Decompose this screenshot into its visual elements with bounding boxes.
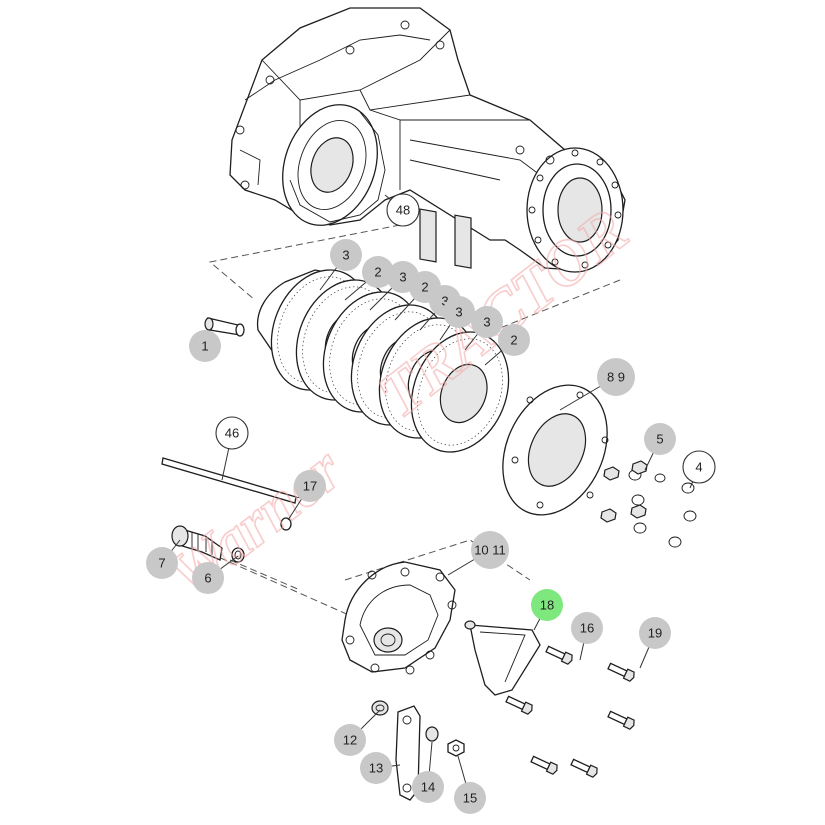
callout-bubble bbox=[294, 470, 326, 502]
bolt bbox=[607, 710, 635, 730]
callout-bubble bbox=[454, 782, 486, 814]
nut-part-12 bbox=[371, 700, 389, 716]
bolt bbox=[570, 758, 598, 778]
callout-label: 2 bbox=[374, 265, 381, 280]
callout-bubble bbox=[471, 531, 509, 569]
callout-bubble bbox=[531, 589, 563, 621]
callout-15[interactable]: 15 bbox=[454, 782, 486, 814]
callout-4[interactable]: 4 bbox=[682, 450, 716, 484]
rear-axle-housing bbox=[229, 7, 626, 273]
callout-3e[interactable]: 3 bbox=[471, 306, 503, 338]
brake-disc bbox=[410, 331, 510, 453]
callout-3d[interactable]: 3 bbox=[443, 296, 475, 328]
callout-6[interactable]: 6 bbox=[192, 562, 224, 594]
callout-48[interactable]: 48 bbox=[386, 193, 420, 227]
callout-bubble bbox=[386, 193, 420, 227]
callout-label: 2 bbox=[421, 280, 428, 295]
callout-label: 19 bbox=[648, 626, 662, 641]
callout-label: 6 bbox=[204, 571, 211, 586]
ring-part-17 bbox=[280, 517, 292, 531]
callout-bubble bbox=[360, 752, 392, 784]
rod-part-46 bbox=[161, 457, 301, 504]
callout-17[interactable]: 17 bbox=[294, 470, 326, 502]
callout-2a[interactable]: 2 bbox=[362, 256, 394, 288]
callout-label: 3 bbox=[441, 294, 448, 309]
callout-19[interactable]: 19 bbox=[639, 617, 671, 649]
callout-16[interactable]: 16 bbox=[571, 612, 603, 644]
callout-label: 7 bbox=[158, 556, 165, 571]
callout-1[interactable]: 1 bbox=[189, 330, 221, 362]
shaft-part-7 bbox=[171, 525, 223, 561]
callout-label: 2 bbox=[510, 333, 517, 348]
callout-bubble bbox=[215, 416, 249, 450]
callout-5[interactable]: 5 bbox=[644, 423, 676, 455]
bolt bbox=[545, 645, 573, 665]
callout-bubble bbox=[498, 324, 530, 356]
svg-text:Warner: Warner bbox=[155, 433, 356, 612]
bracket-part-18 bbox=[464, 620, 541, 696]
callout-label: 18 bbox=[540, 598, 554, 613]
callout-label: 48 bbox=[396, 203, 410, 218]
callout-bubble bbox=[146, 547, 178, 579]
callout-18[interactable]: 18 bbox=[531, 589, 563, 621]
callout-bubble bbox=[443, 296, 475, 328]
bolt bbox=[505, 695, 533, 715]
callout-bubble bbox=[189, 330, 221, 362]
callout-label: 3 bbox=[483, 315, 490, 330]
callout-label: 3 bbox=[399, 270, 406, 285]
callout-label: 13 bbox=[369, 761, 383, 776]
washers-nuts-parts-4-5 bbox=[600, 460, 697, 548]
callout-bubble bbox=[571, 612, 603, 644]
bolt bbox=[607, 662, 635, 682]
callout-label: 15 bbox=[463, 791, 477, 806]
pin-part-1 bbox=[204, 317, 245, 337]
callout-label: 12 bbox=[343, 733, 357, 748]
callout-label: 16 bbox=[580, 621, 594, 636]
callout-12[interactable]: 12 bbox=[334, 724, 366, 756]
callout-label: 10 11 bbox=[474, 543, 506, 558]
bolts bbox=[505, 645, 635, 778]
callout-46[interactable]: 46 bbox=[215, 416, 249, 450]
callout-label: 4 bbox=[695, 460, 702, 475]
callout-2c[interactable]: 2 bbox=[498, 324, 530, 356]
callout-13[interactable]: 13 bbox=[360, 752, 392, 784]
callout-label: 8 9 bbox=[607, 370, 625, 385]
callout-89[interactable]: 8 9 bbox=[597, 358, 635, 396]
callout-bubble bbox=[330, 239, 362, 271]
callout-label: 3 bbox=[455, 305, 462, 320]
callout-bubble bbox=[644, 423, 676, 455]
callout-label: 1 bbox=[201, 339, 208, 354]
callout-bubble bbox=[334, 724, 366, 756]
callout-bubble bbox=[597, 358, 635, 396]
callout-7[interactable]: 7 bbox=[146, 547, 178, 579]
callout-label: 14 bbox=[421, 780, 435, 795]
brake-disc-stack bbox=[256, 269, 510, 453]
callout-bubble bbox=[412, 771, 444, 803]
callout-14[interactable]: 14 bbox=[412, 771, 444, 803]
nut-part-15 bbox=[447, 739, 465, 757]
callout-1011[interactable]: 10 11 bbox=[471, 531, 509, 569]
callout-label: 5 bbox=[656, 432, 663, 447]
callout-label: 17 bbox=[303, 479, 317, 494]
callout-bubble bbox=[471, 306, 503, 338]
callout-bubble bbox=[639, 617, 671, 649]
callout-bubble bbox=[682, 450, 716, 484]
cover-housing-part-10-11 bbox=[341, 561, 457, 675]
callout-label: 3 bbox=[342, 248, 349, 263]
callout-bubble bbox=[362, 256, 394, 288]
brake-plate-part-8-9 bbox=[502, 384, 609, 516]
callout-label: 46 bbox=[225, 426, 239, 441]
bolt bbox=[530, 755, 558, 775]
washer-part-14 bbox=[425, 726, 439, 742]
callout-3a[interactable]: 3 bbox=[330, 239, 362, 271]
callout-bubble bbox=[192, 562, 224, 594]
